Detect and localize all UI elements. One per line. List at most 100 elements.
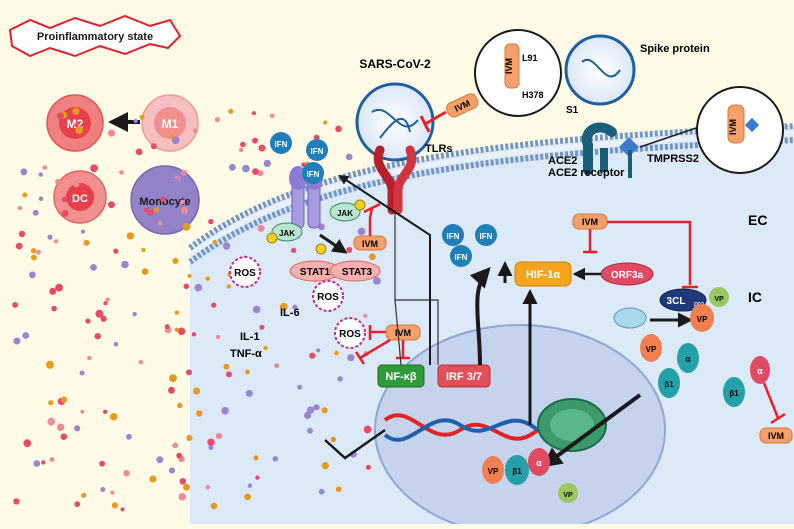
cytokine-dot: [214, 117, 220, 123]
ifn-circle-5: IFN: [475, 224, 497, 246]
cytokine-dot: [323, 120, 328, 125]
cytokine-dot: [316, 348, 321, 353]
cytokine-dot: [258, 144, 266, 152]
spike-virus: [564, 34, 636, 106]
ace2-label: ACE2 receptor: [548, 167, 625, 179]
proinflammatory-burst: [8, 14, 182, 58]
cytokine-dot: [83, 239, 90, 246]
cytokine-dot: [309, 352, 316, 359]
svg-text:3CL: 3CL: [667, 296, 686, 307]
cytokine-dot: [94, 333, 101, 340]
cytokine-dot: [251, 111, 256, 116]
jak-2: JAK: [329, 202, 361, 222]
cytokine-dot: [80, 229, 86, 234]
cytokine-dot: [144, 207, 149, 213]
cytokine-dot: [252, 168, 259, 176]
cytokine-dot: [31, 254, 37, 261]
cytokine-dot: [74, 501, 81, 508]
cytokine-dot: [306, 406, 315, 414]
svg-text:α: α: [536, 458, 542, 468]
cytokine-dot: [90, 164, 98, 173]
cytokine-dot: [179, 478, 187, 485]
cytokine-dot: [272, 456, 278, 462]
cytokine-dot: [177, 402, 183, 409]
cytokine-dot: [176, 452, 183, 459]
cytokine-dot: [334, 350, 339, 356]
svg-text:Monocyte: Monocyte: [139, 196, 190, 208]
cytokine-dot: [183, 283, 190, 290]
svg-text:IVM: IVM: [362, 239, 378, 249]
cytokine-dot: [183, 483, 190, 491]
cytokine-dot: [35, 249, 41, 255]
tnf-label: TNF-α: [230, 348, 262, 360]
cytokine-dot: [221, 406, 229, 415]
cytokine-dot: [168, 386, 175, 394]
svg-text:β1: β1: [512, 467, 522, 476]
ifn-circle-2: IFN: [306, 139, 328, 161]
ivm-nfkb: IVM: [354, 324, 421, 365]
svg-text:JAK: JAK: [337, 209, 353, 218]
cytokine-dot: [245, 389, 253, 397]
cytokine-dot: [108, 129, 116, 137]
cytokine-dot: [18, 230, 26, 238]
h378-label: H378: [522, 90, 544, 100]
cytokine-dot: [210, 502, 218, 510]
cytokine-dot: [126, 232, 134, 240]
cytokine-dot: [180, 169, 187, 176]
cytokine-dot: [29, 271, 36, 279]
cytokine-dot: [363, 313, 368, 318]
cytokine-dot: [90, 264, 97, 271]
jak-stat-arrow: [319, 233, 348, 254]
cytokine-dot: [187, 273, 192, 278]
cytokine-dot: [105, 297, 110, 302]
cytokine-dot: [141, 268, 149, 275]
svg-text:VP: VP: [646, 345, 657, 354]
cytokine-dot: [263, 345, 268, 351]
jak-1: JAK: [271, 222, 303, 242]
cytokine-dot: [73, 181, 80, 188]
cytokine-dot: [15, 242, 23, 250]
cytokine-dot: [121, 260, 129, 269]
cytokine-dot: [239, 147, 244, 152]
svg-text:IRF 3/7: IRF 3/7: [446, 371, 482, 383]
cytokine-dot: [255, 475, 260, 480]
cytokine-dot: [110, 490, 115, 495]
cytokine-dot: [75, 126, 84, 134]
cytokine-dot: [304, 411, 312, 419]
cytokine-dot: [174, 310, 179, 315]
cytokine-dot: [330, 436, 337, 443]
cytokine-dot: [252, 137, 258, 144]
svg-text:VP: VP: [563, 492, 573, 499]
cytokine-dot: [133, 118, 138, 124]
cytokine-dot: [46, 360, 54, 369]
cytokine-dot: [49, 287, 57, 295]
cytokine-dot: [74, 425, 81, 432]
membrane-outer: [188, 123, 794, 251]
irf-box: IRF 3/7: [437, 364, 491, 388]
ifn-circle-6: IFN: [450, 245, 472, 267]
cytokine-dot: [259, 324, 265, 330]
m1-cell: M1: [141, 94, 199, 152]
cytokine-dot: [20, 168, 28, 176]
tmprss2-inset: IVM: [696, 86, 784, 174]
cytokine-dot: [72, 107, 80, 115]
cytokine-dot: [186, 369, 192, 376]
svg-text:α: α: [685, 354, 691, 364]
cytokine-dot: [173, 177, 180, 184]
cytokine-dot: [291, 247, 297, 253]
ivm-stat: IVM: [353, 202, 387, 251]
vp-protein-1: VP: [690, 304, 714, 332]
cytokine-dot: [347, 354, 355, 362]
tlr-receptor: [373, 145, 417, 215]
phospho-p: [266, 199, 366, 255]
svg-text:HIF-1α: HIF-1α: [526, 269, 561, 281]
ace2-label-line1: ACE2: [548, 155, 577, 167]
cytokine-dot: [38, 172, 43, 177]
cytokine-dot: [23, 439, 32, 448]
cytokine-dot: [81, 492, 87, 498]
sars-cov-2-virus: [355, 82, 435, 162]
cytokine-dot: [368, 253, 376, 261]
irf-receptor-arrow: [338, 174, 431, 365]
